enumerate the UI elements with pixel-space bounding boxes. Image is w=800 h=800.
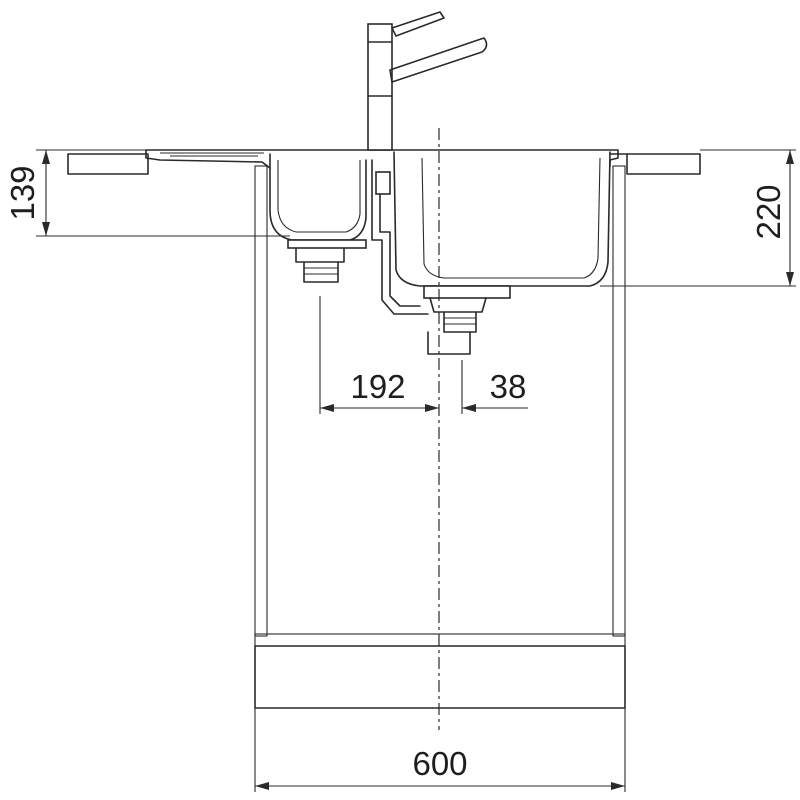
sink-rim	[145, 149, 628, 169]
faucet	[367, 11, 488, 151]
dimension-small-bowl-depth: 139	[4, 165, 41, 220]
dimension-drain-offsets: 192 38	[319, 296, 528, 414]
dimension-cabinet-width: 600	[412, 745, 467, 782]
waste-pipe	[371, 159, 429, 315]
dimension-139: 139	[4, 149, 290, 237]
dimension-large-drain-offset: 38	[490, 368, 527, 405]
dimension-large-bowl-depth: 220	[750, 184, 787, 239]
large-bowl	[393, 151, 611, 355]
cabinet-left-wall	[254, 165, 268, 637]
dimension-small-drain-offset: 192	[350, 368, 405, 405]
worktop-right	[626, 153, 701, 175]
cabinet-bottom-shelf	[254, 633, 626, 647]
small-bowl-strainer	[287, 239, 367, 249]
worktop	[67, 153, 701, 175]
dimension-220: 220	[600, 149, 796, 287]
overflow-connector	[375, 171, 391, 195]
large-bowl-strainer	[423, 285, 511, 299]
cabinet-plinth	[254, 645, 626, 709]
faucet-body	[367, 23, 393, 151]
cabinet-right-wall	[612, 165, 626, 637]
dimension-600: 600	[254, 708, 626, 792]
cabinet	[254, 165, 626, 709]
small-bowl	[269, 153, 367, 283]
faucet-lever	[391, 11, 445, 37]
faucet-spout	[389, 37, 488, 83]
worktop-left	[67, 153, 149, 175]
